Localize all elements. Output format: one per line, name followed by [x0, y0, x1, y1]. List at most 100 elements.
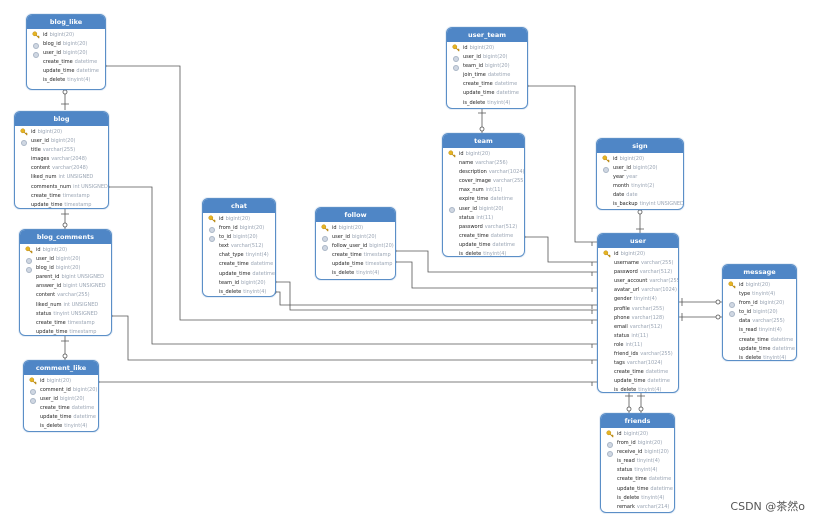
field-row[interactable]: chat_typetinyint(4)	[203, 251, 275, 260]
field-row[interactable]: is_deletetinyint(4)	[316, 269, 395, 278]
field-row[interactable]: is_readtinyint(4)	[723, 326, 796, 335]
field-row[interactable]: liked_numint UNSIGNED	[15, 173, 108, 182]
field-row[interactable]: statustinyint UNSIGNED	[20, 310, 111, 319]
field-row[interactable]: update_timedatetime	[601, 485, 674, 494]
field-row[interactable]: to_idbigint(20)	[203, 233, 275, 242]
table-message[interactable]: messageidbigint(20)typetinyint(4)from_id…	[722, 264, 797, 361]
field-row[interactable]: datedate	[597, 191, 683, 200]
field-row[interactable]: max_numint(11)	[443, 186, 524, 195]
field-row[interactable]: to_idbigint(20)	[723, 308, 796, 317]
field-row[interactable]: yearyear	[597, 173, 683, 182]
table-team[interactable]: teamidbigint(20)namevarchar(256)descript…	[442, 133, 525, 257]
field-row[interactable]: update_timedatetime	[24, 413, 98, 422]
field-row[interactable]: idbigint(20)	[15, 128, 108, 137]
field-row[interactable]: create_timedatetime	[443, 232, 524, 241]
field-row[interactable]: is_deletetinyint(4)	[443, 250, 524, 256]
field-row[interactable]: phonevarchar(128)	[598, 314, 678, 323]
table-user[interactable]: useridbigint(20)usernamevarchar(255)pass…	[597, 233, 679, 393]
field-row[interactable]: gendertinyint(4)	[598, 295, 678, 304]
field-row[interactable]: parent_idbigint UNSIGNED	[20, 273, 111, 282]
field-row[interactable]: user_idbigint(20)	[316, 233, 395, 242]
field-row[interactable]: titlevarchar(255)	[15, 146, 108, 155]
field-row[interactable]: datavarchar(255)	[723, 317, 796, 326]
field-row[interactable]: namevarchar(256)	[443, 159, 524, 168]
field-row[interactable]: user_idbigint(20)	[597, 164, 683, 173]
table-chat[interactable]: chatidbigint(20)from_idbigint(20)to_idbi…	[202, 198, 276, 297]
field-row[interactable]: user_idbigint(20)	[24, 395, 98, 404]
field-row[interactable]: from_idbigint(20)	[203, 224, 275, 233]
field-row[interactable]: textvarchar(512)	[203, 242, 275, 251]
field-row[interactable]: create_timedatetime	[203, 260, 275, 269]
field-row[interactable]: is_deletetinyint(4)	[723, 354, 796, 360]
field-row[interactable]: idbigint(20)	[443, 150, 524, 159]
field-row[interactable]: statusint(11)	[598, 332, 678, 341]
field-row[interactable]: friend_idsvarchar(255)	[598, 350, 678, 359]
table-follow[interactable]: followidbigint(20)user_idbigint(20)follo…	[315, 207, 396, 280]
field-row[interactable]: user_idbigint(20)	[447, 53, 527, 62]
field-row[interactable]: from_idbigint(20)	[723, 299, 796, 308]
field-row[interactable]: team_idbigint(20)	[203, 279, 275, 288]
field-row[interactable]: user_idbigint(20)	[15, 137, 108, 146]
field-row[interactable]: idbigint(20)	[316, 224, 395, 233]
field-row[interactable]: passwordvarchar(512)	[598, 268, 678, 277]
field-row[interactable]: liked_numint UNSIGNED	[20, 301, 111, 310]
field-row[interactable]: create_timedatetime	[24, 404, 98, 413]
field-row[interactable]: idbigint(20)	[597, 155, 683, 164]
table-blog-comments[interactable]: blog_commentsidbigint(20)user_idbigint(2…	[19, 229, 112, 336]
field-row[interactable]: create_timedatetime	[598, 368, 678, 377]
field-row[interactable]: cover_imagevarchar(255)	[443, 177, 524, 186]
table-friends[interactable]: friendsidbigint(20)from_idbigint(20)rece…	[600, 413, 675, 513]
table-comment-like[interactable]: comment_likeidbigint(20)comment_idbigint…	[23, 360, 99, 432]
field-row[interactable]: is_deletetinyint(4)	[203, 288, 275, 296]
field-row[interactable]: answer_idbigint UNSIGNED	[20, 282, 111, 291]
field-row[interactable]: is_deletetinyint(4)	[598, 386, 678, 392]
field-row[interactable]: idbigint(20)	[601, 430, 674, 439]
field-row[interactable]: join_timedatetime	[447, 71, 527, 80]
field-row[interactable]: contentvarchar(2048)	[15, 164, 108, 173]
table-sign[interactable]: signidbigint(20)user_idbigint(20)yearyea…	[596, 138, 684, 210]
field-row[interactable]: user_idbigint(20)	[20, 255, 111, 264]
field-row[interactable]: update_timedatetime	[27, 67, 105, 76]
field-row[interactable]: update_timetimestamp	[316, 260, 395, 269]
field-row[interactable]: expire_timedatetime	[443, 195, 524, 204]
field-row[interactable]: comments_numint UNSIGNED	[15, 183, 108, 192]
field-row[interactable]: profilevarchar(255)	[598, 305, 678, 314]
field-row[interactable]: update_timedatetime	[203, 270, 275, 279]
field-row[interactable]: usernamevarchar(255)	[598, 259, 678, 268]
field-row[interactable]: emailvarchar(512)	[598, 323, 678, 332]
field-row[interactable]: idbigint(20)	[24, 377, 98, 386]
field-row[interactable]: statusint(11)	[443, 214, 524, 223]
field-row[interactable]: create_timetimestamp	[316, 251, 395, 260]
field-row[interactable]: user_idbigint(20)	[27, 49, 105, 58]
field-row[interactable]: contentvarchar(255)	[20, 291, 111, 300]
field-row[interactable]: imagesvarchar(2048)	[15, 155, 108, 164]
field-row[interactable]: is_deletetinyint(4)	[27, 76, 105, 85]
table-user-team[interactable]: user_teamidbigint(20)user_idbigint(20)te…	[446, 27, 528, 109]
field-row[interactable]: blog_idbigint(20)	[27, 40, 105, 49]
field-row[interactable]: descriptionvarchar(1024)	[443, 168, 524, 177]
field-row[interactable]: update_timedatetime	[447, 89, 527, 98]
field-row[interactable]: statustinyint(4)	[601, 466, 674, 475]
field-row[interactable]: create_timedatetime	[601, 475, 674, 484]
field-row[interactable]: user_idbigint(20)	[443, 205, 524, 214]
field-row[interactable]: idbigint(20)	[723, 281, 796, 290]
field-row[interactable]: update_timedatetime	[723, 345, 796, 354]
field-row[interactable]: user_accountvarchar(255)	[598, 277, 678, 286]
field-row[interactable]: monthtinyint(2)	[597, 182, 683, 191]
table-blog[interactable]: blogidbigint(20)user_idbigint(20)titleva…	[14, 111, 109, 209]
field-row[interactable]: is_deletetinyint(4)	[601, 494, 674, 503]
field-row[interactable]: is_deletetinyint(4)	[24, 422, 98, 431]
field-row[interactable]: create_timedatetime	[27, 58, 105, 67]
field-row[interactable]: passwordvarchar(512)	[443, 223, 524, 232]
field-row[interactable]: update_timetimestamp	[20, 328, 111, 335]
field-row[interactable]: create_timetimestamp	[15, 192, 108, 201]
field-row[interactable]: tagsvarchar(1024)	[598, 359, 678, 368]
field-row[interactable]: idbigint(20)	[598, 250, 678, 259]
field-row[interactable]: is_backuptinyint UNSIGNED	[597, 200, 683, 209]
field-row[interactable]: create_timetimestamp	[20, 319, 111, 328]
field-row[interactable]: idbigint(20)	[27, 31, 105, 40]
field-row[interactable]: comment_idbigint(20)	[24, 386, 98, 395]
field-row[interactable]: idbigint(20)	[203, 215, 275, 224]
field-row[interactable]: blog_idbigint(20)	[20, 264, 111, 273]
field-row[interactable]: create_timedatetime	[723, 336, 796, 345]
